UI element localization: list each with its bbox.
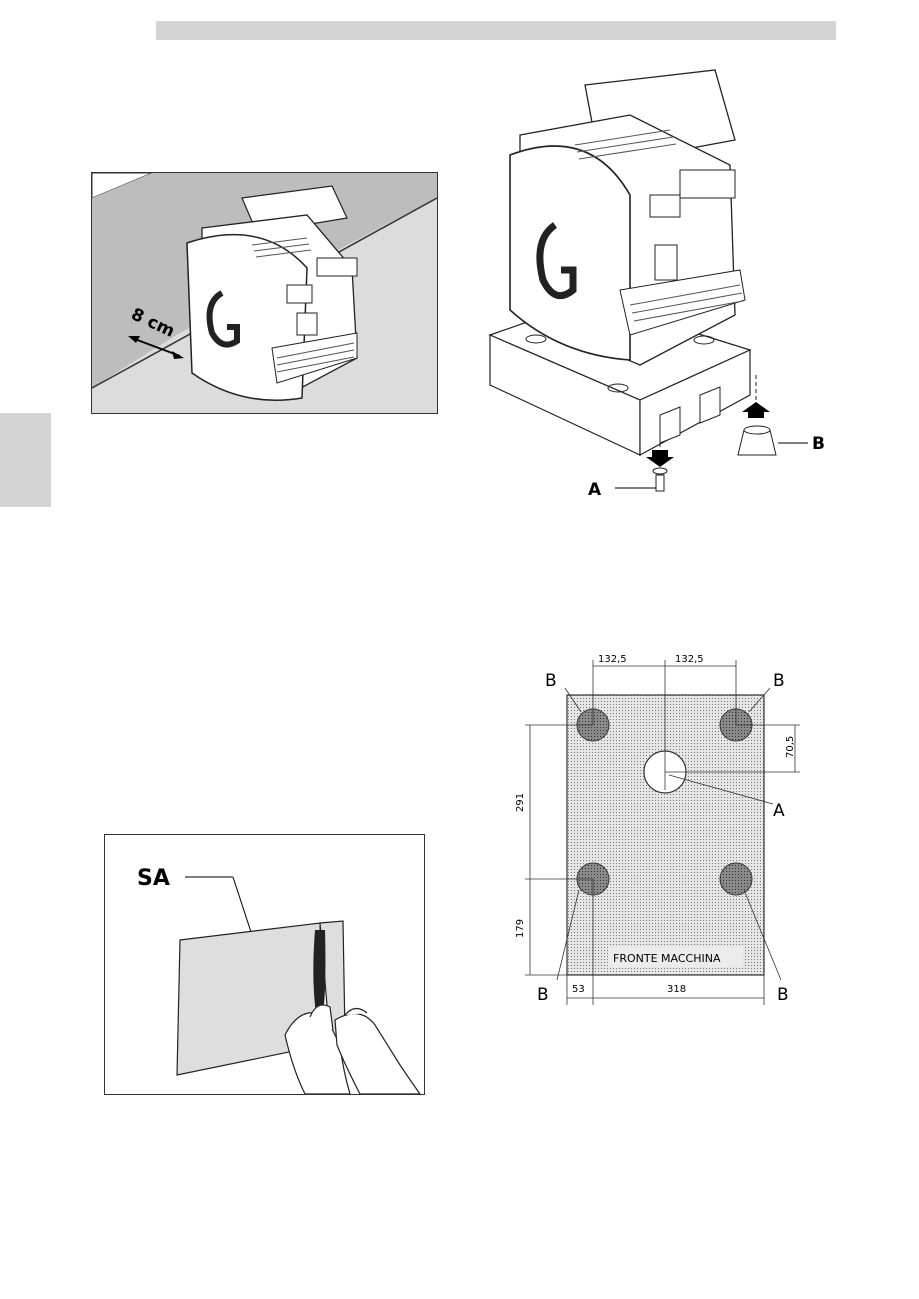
dim-top-right: 132,5 — [675, 654, 704, 665]
label-b-bottom-right: B — [777, 985, 789, 1005]
clearance-illustration: 8 cm — [92, 173, 437, 413]
dim-right: 70,5 — [785, 736, 796, 758]
foot-hole-bottom-right — [720, 863, 752, 895]
coffee-machine-on-pallet — [510, 70, 745, 365]
screw-a — [656, 475, 664, 491]
film-illustration: SA — [105, 835, 424, 1094]
up-arrow-icon — [742, 402, 770, 418]
figure-wall-clearance: 8 cm — [91, 172, 438, 414]
pallet-label-a: A — [588, 480, 602, 500]
pallet-label-b: B — [812, 434, 825, 454]
header-bar — [156, 21, 836, 40]
pallet-illustration: A B — [480, 55, 840, 515]
label-b-bottom-left: B — [537, 985, 549, 1005]
label-sa: SA — [137, 866, 170, 891]
label-b-top-left: B — [545, 671, 557, 691]
dim-left-lower: 179 — [515, 919, 526, 938]
down-arrow-icon — [646, 450, 674, 467]
dim-left-total: 291 — [515, 793, 526, 812]
figure-protective-film: SA — [104, 834, 425, 1095]
section-tab-marker — [0, 413, 51, 507]
label-b-top-right: B — [773, 671, 785, 691]
figure-footprint-dimensions: 132,5 132,5 70,5 291 179 53 318 B B B B … — [495, 640, 825, 1015]
hands — [285, 1005, 420, 1094]
front-label: FRONTE MACCHINA — [613, 952, 721, 965]
dim-bottom-left: 53 — [572, 984, 585, 995]
label-a: A — [773, 801, 785, 821]
dim-bottom-right: 318 — [667, 984, 686, 995]
figure-pallet-unpacking: A B — [480, 55, 840, 515]
footprint-diagram: 132,5 132,5 70,5 291 179 53 318 B B B B … — [495, 640, 825, 1015]
dim-top-left: 132,5 — [598, 654, 627, 665]
